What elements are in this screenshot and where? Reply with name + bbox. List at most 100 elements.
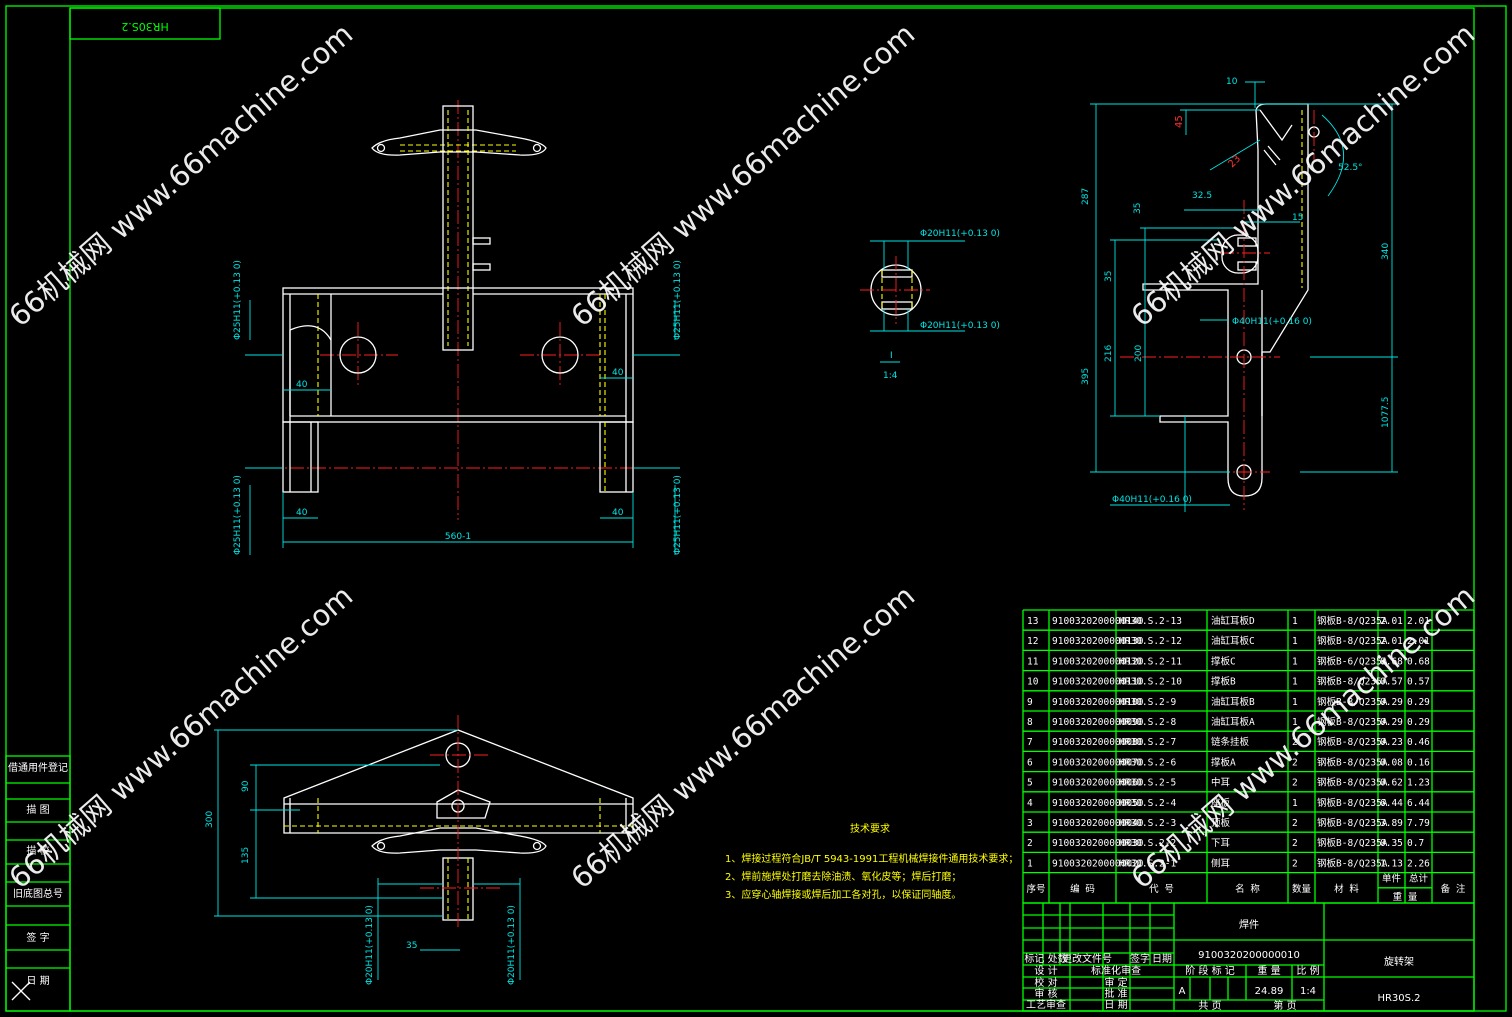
front-dim-40-b: 40: [296, 508, 308, 518]
bom-row-part-no: HR30.S.2-8: [1119, 717, 1176, 728]
bom-row-code: 9100320200000080: [1052, 737, 1144, 748]
bom-row-index: 5: [1027, 778, 1033, 789]
detail-view: [860, 240, 965, 363]
tech-item-3: 3、应穿心轴焊接或焊后加工各对孔，以保证同轴度。: [725, 888, 961, 901]
bom-row-part-no: HR30.S.2-7: [1119, 737, 1176, 748]
bom-row-part-no: HR30.S.2-2: [1119, 838, 1176, 849]
title-block: [1022, 902, 1475, 1012]
bom-row-material: 钢板B-8/Q235A: [1317, 817, 1388, 829]
tb-stage-label: 阶 段 标 记: [1185, 964, 1235, 977]
bom-row-index: 10: [1027, 677, 1039, 688]
bom-row-part-no: HR30.S.2-1: [1119, 858, 1176, 869]
tb-scale: 1:4: [1300, 986, 1316, 997]
side-dim-angle: 52.5°: [1338, 163, 1363, 173]
front-fit-right-bottom: Φ25H11(+0.13 0): [673, 475, 683, 555]
bom-row-total-weight: 0.68: [1407, 656, 1430, 667]
bom-row-total-weight: 0.29: [1407, 717, 1430, 728]
tb-row-left-1: 标记 处数: [1024, 952, 1067, 965]
bom-row-index: 4: [1027, 798, 1033, 809]
tb-sheets: 共 页: [1198, 1000, 1221, 1012]
side-dim-32-5: 32.5: [1192, 191, 1212, 201]
bom-row-unit-weight: 0.57: [1380, 677, 1403, 688]
side-fit-bot: Φ40H11(+0.16 0): [1112, 495, 1192, 505]
bom-header-weight: 重 量: [1393, 891, 1418, 903]
watermark-1: 66机械网 www.66machine.com: [2, 17, 359, 334]
bom-row-part-no: HR30.S.2-4: [1119, 798, 1176, 809]
bom-row-material: 钢板B-8/Q235A: [1317, 797, 1388, 809]
bom-row-code: 9100320200000030: [1052, 838, 1144, 849]
tb-sheet: 第 页: [1273, 999, 1296, 1012]
tech-title: 技术要求: [850, 822, 890, 835]
watermark-2: 66机械网 www.66machine.com: [564, 17, 921, 334]
side-dim-287: 287: [1081, 188, 1091, 205]
bom-row-unit-weight: 0.23: [1380, 737, 1403, 748]
bom-row-material: 钢板B-8/Q235A: [1317, 615, 1388, 627]
bom-header-index: 序号: [1026, 883, 1045, 895]
bom-row-unit-weight: 6.44: [1380, 798, 1403, 809]
bom-row-unit-weight: 0.29: [1380, 717, 1403, 728]
tb-type: 焊件: [1239, 919, 1259, 931]
side-dim-10: 10: [1226, 77, 1238, 87]
bom-row-unit-weight: 1.13: [1380, 858, 1403, 869]
bom-row-part-no: HR30.S.2-6: [1119, 757, 1176, 768]
tb-row-mid-1: 更改文件号: [1062, 952, 1112, 965]
bom-header-name: 名 称: [1235, 883, 1260, 895]
bom-row-code: 9100320200000060: [1052, 778, 1144, 789]
side-dim-35b: 35: [1104, 271, 1114, 282]
bom-row-qty: 1: [1292, 656, 1298, 667]
top-label-box: [69, 7, 221, 40]
side-dim-395: 395: [1081, 368, 1091, 385]
bom-row-index: 2: [1027, 838, 1033, 849]
bom-row-index: 11: [1027, 656, 1039, 667]
detail-label: I: [890, 351, 893, 361]
bom-row-qty: 2: [1292, 838, 1298, 849]
drawing-number-top: HR30S.2: [121, 20, 168, 33]
bom-row-total-weight: 0.29: [1407, 697, 1430, 708]
side-dim-200: 200: [1134, 345, 1144, 362]
bom-row-material: 钢板B-8/Q235A: [1317, 676, 1388, 688]
plan-fit-left: Φ20H11(+0.13 0): [365, 905, 375, 985]
bom-row-name: 油缸耳板B: [1211, 696, 1255, 708]
tb-row-mid-4: 批 准: [1104, 987, 1127, 1000]
bom-row-part-no: HR30.S.2-12: [1119, 636, 1182, 647]
bom-header-total: 总计: [1409, 873, 1429, 885]
bom-row-name: 撑板B: [1211, 676, 1236, 688]
side-dim-23: 23: [1226, 153, 1243, 170]
bom-row-unit-weight: 0.29: [1380, 697, 1403, 708]
tb-stage: A: [1179, 986, 1186, 997]
bom-row-code: 9100320200000100: [1052, 697, 1144, 708]
bom-header-qty: 数量: [1292, 883, 1312, 895]
bom-row-material: 钢板B-8/Q235A: [1317, 837, 1388, 849]
bom-row-total-weight: 2.01: [1407, 616, 1430, 627]
tb-row-mid-2: 标准化审查: [1091, 964, 1141, 977]
side-dim-15: 15: [1292, 213, 1303, 223]
tech-item-1: 1、焊接过程符合JB/T 5943-1991工程机械焊接件通用技术要求；: [725, 852, 1018, 865]
bom-row-name: 链条挂板: [1211, 736, 1250, 748]
bom-row-material: 钢板B-8/Q235A: [1317, 857, 1388, 869]
tb-row-mid-5: 日 期: [1104, 999, 1127, 1011]
bom-row-name: 顶板: [1211, 817, 1231, 829]
watermark-3: 66机械网 www.66machine.com: [1124, 17, 1481, 334]
bom-row-unit-weight: 2.01: [1380, 616, 1403, 627]
bom-row-total-weight: 0.57: [1407, 677, 1430, 688]
bom-row-name: 下耳: [1211, 838, 1230, 849]
watermark-5: 66机械网 www.66machine.com: [564, 579, 921, 896]
bom-row-code: 9100320200000050: [1052, 798, 1144, 809]
tb-drawing-no: HR30S.2: [1377, 993, 1420, 1004]
bom-row-index: 12: [1027, 636, 1038, 647]
tb-row-left-5: 工艺审查: [1026, 998, 1066, 1011]
bom-row-code: 9100320200000070: [1052, 757, 1144, 768]
bom-row-qty: 2: [1292, 778, 1298, 789]
detail-fit-bottom: Φ20H11(+0.13 0): [920, 321, 1000, 331]
bom-row-part-no: HR30.S.2-10: [1119, 677, 1182, 688]
bom-row-name: 中耳: [1211, 777, 1230, 789]
side-label-3: 描 校: [26, 844, 49, 857]
front-fit-left-bottom: Φ25H11(+0.13 0): [233, 475, 243, 555]
bom-row-material: 钢板B-8/Q235A: [1317, 635, 1388, 647]
bom-row-name: 撑板A: [1211, 756, 1236, 768]
bom-row-index: 7: [1027, 737, 1033, 748]
bom-row-part-no: HR30.S.2-3: [1119, 818, 1176, 829]
plan-dim-35: 35: [406, 941, 417, 951]
bom-row-total-weight: 0.46: [1407, 737, 1430, 748]
